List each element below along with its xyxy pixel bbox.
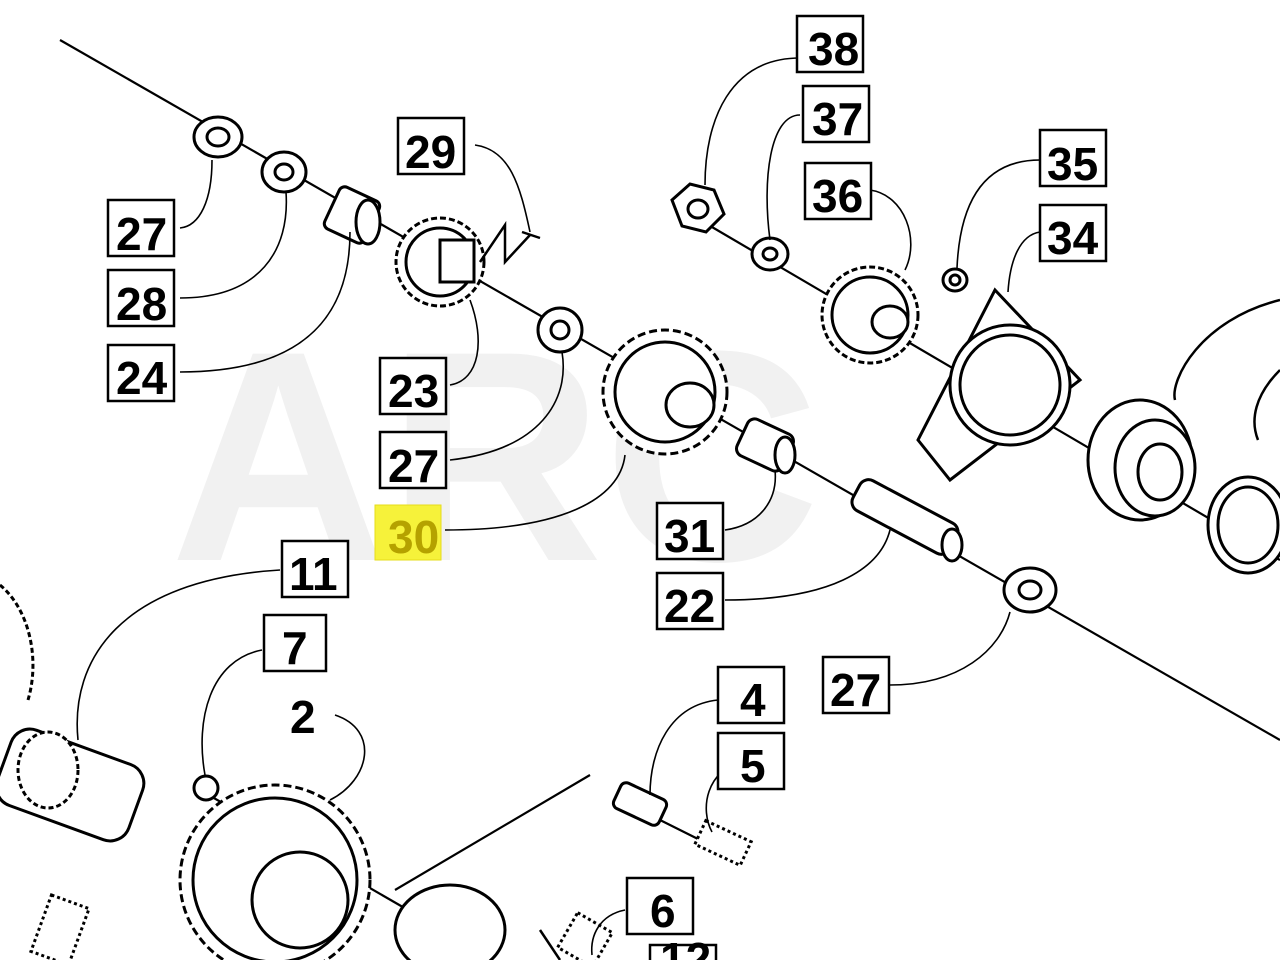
- bushing-31: [735, 417, 797, 475]
- callout-35[interactable]: 35: [1038, 128, 1108, 190]
- svg-text:38: 38: [808, 23, 859, 75]
- spring-5: [692, 818, 754, 868]
- washer-28: [260, 150, 308, 194]
- callout-34[interactable]: 34: [1038, 203, 1108, 264]
- svg-text:7: 7: [282, 622, 308, 674]
- callout-28[interactable]: 28: [106, 268, 176, 330]
- callout-5[interactable]: 5: [716, 731, 786, 792]
- svg-text:24: 24: [116, 352, 168, 404]
- callout-24[interactable]: 24: [106, 343, 176, 404]
- bracket-line: [538, 929, 562, 961]
- cover-edge: [1173, 298, 1280, 401]
- gear-2: [178, 783, 372, 965]
- callout-38[interactable]: 38: [795, 14, 865, 75]
- svg-text:34: 34: [1047, 212, 1099, 264]
- oil-seal: [1086, 398, 1197, 522]
- leader-4: [649, 699, 719, 796]
- svg-text:37: 37: [812, 93, 863, 145]
- svg-text:22: 22: [664, 580, 715, 632]
- callout-27-top[interactable]: 27: [106, 198, 176, 260]
- callout-29[interactable]: 29: [396, 116, 466, 178]
- nut-7: [192, 774, 220, 802]
- callout-7[interactable]: 7: [262, 613, 328, 674]
- leader-38: [704, 57, 801, 186]
- svg-text:31: 31: [664, 510, 715, 562]
- svg-text:2: 2: [290, 691, 316, 743]
- callout-30[interactable]: 30: [374, 504, 442, 563]
- washer-27-lower: [1002, 566, 1058, 614]
- svg-text:23: 23: [388, 365, 439, 417]
- leader-23: [449, 299, 479, 386]
- callout-37[interactable]: 37: [801, 84, 871, 145]
- callout-6[interactable]: 6: [625, 876, 695, 937]
- callout-2[interactable]: 2: [290, 691, 316, 743]
- gear-36: [820, 265, 920, 365]
- pin-29: [478, 220, 531, 266]
- leader-34: [1007, 231, 1041, 293]
- splined-shaft-11: [0, 727, 146, 843]
- leader-31: [724, 469, 777, 531]
- callout-27-middle[interactable]: 27: [378, 430, 448, 492]
- leader-7: [201, 649, 263, 776]
- washer-27-middle: [536, 306, 584, 354]
- callout-12[interactable]: 12: [648, 933, 718, 965]
- callout-22[interactable]: 22: [655, 571, 725, 632]
- callout-4[interactable]: 4: [716, 665, 786, 726]
- svg-text:5: 5: [740, 740, 766, 792]
- pin-4: [611, 781, 669, 827]
- svg-text:11: 11: [289, 548, 338, 600]
- callout-31[interactable]: 31: [655, 501, 725, 562]
- nut-38: [670, 182, 726, 234]
- nut-35: [941, 267, 969, 293]
- leader-27c: [889, 611, 1011, 686]
- svg-text:27: 27: [830, 664, 881, 716]
- plate-34: [916, 287, 1083, 483]
- ring-gear-edge: [0, 583, 35, 701]
- callout-27-lower[interactable]: 27: [821, 655, 891, 716]
- leader-29: [474, 144, 531, 233]
- leader-37: [766, 114, 801, 241]
- svg-text:4: 4: [740, 674, 766, 726]
- leader-27b: [449, 351, 564, 461]
- washer-37: [750, 236, 790, 272]
- svg-text:28: 28: [116, 278, 167, 330]
- callout-23[interactable]: 23: [378, 356, 448, 417]
- svg-text:27: 27: [116, 208, 167, 260]
- svg-text:35: 35: [1047, 138, 1098, 190]
- svg-text:6: 6: [650, 885, 676, 937]
- leader-30: [444, 454, 626, 531]
- hub: [393, 883, 507, 965]
- needle-bearing-24: [322, 185, 382, 246]
- diagonal-axis: [394, 774, 591, 891]
- svg-text:30: 30: [388, 511, 439, 563]
- leader-6: [590, 909, 626, 956]
- svg-text:36: 36: [812, 170, 863, 222]
- leader-35: [956, 159, 1041, 269]
- svg-text:29: 29: [405, 126, 456, 178]
- washer-27-top: [192, 115, 244, 159]
- svg-text:27: 27: [388, 440, 439, 492]
- shaft-22: [850, 478, 964, 563]
- o-ring: [1206, 475, 1280, 575]
- leader-36: [869, 189, 912, 271]
- spring-left: [29, 893, 91, 965]
- watermark: ARC: [170, 288, 820, 624]
- leader-11: [76, 569, 281, 741]
- leader-27a: [179, 159, 213, 229]
- callout-11[interactable]: 11: [280, 539, 350, 600]
- leader-28: [179, 191, 288, 299]
- callout-36[interactable]: 36: [803, 161, 873, 222]
- cover-edge-inner: [1253, 369, 1280, 441]
- leader-2: [329, 714, 366, 801]
- leader-22: [724, 529, 891, 601]
- gear-30: [601, 328, 729, 456]
- gear-23: [394, 216, 486, 308]
- pin-29-end: [521, 230, 541, 240]
- leader-24: [179, 231, 351, 373]
- svg-text:12: 12: [660, 933, 711, 960]
